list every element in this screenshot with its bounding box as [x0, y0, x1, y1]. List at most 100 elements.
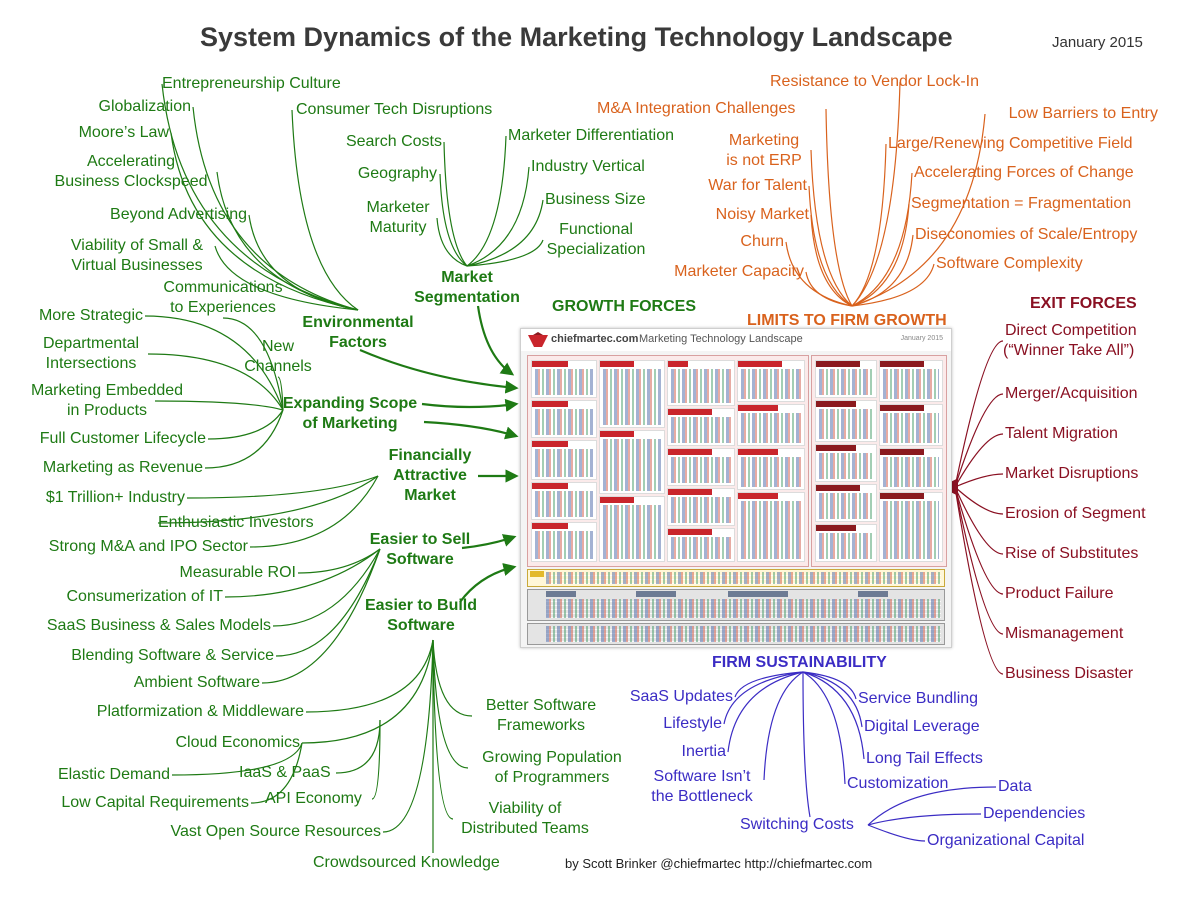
leaf-enthusiastic-investors: Enthusiastic Investors [158, 514, 314, 531]
leaf-search-costs: Search Costs [345, 133, 442, 150]
sustain-connector-3 [763, 671, 804, 781]
sustain-connector-1 [723, 671, 804, 725]
limits-right-connector-4 [851, 234, 914, 307]
exit-rise-substitutes: Rise of Substitutes [1005, 545, 1139, 562]
segmentation-connector-4 [466, 166, 530, 267]
limit-competitive-field: Large/Renewing Competitive Field [888, 135, 1133, 152]
scope-connector-5 [207, 409, 284, 440]
leaf-marketing-as-revenue: Marketing as Revenue [42, 459, 203, 476]
leaf-full-customer-lifecycle: Full Customer Lifecycle [39, 430, 206, 447]
leaf-marketer-differentiation: Marketer Differentiation [508, 127, 674, 144]
switching-organizational-capital: Organizational Capital [927, 832, 1085, 849]
firm-sustainability-heading: FIRM SUSTAINABILITY [712, 654, 887, 671]
limit-churn: Churn [740, 233, 784, 250]
arrow-environmental [359, 348, 519, 394]
sustain-service-bundling: Service Bundling [858, 690, 979, 707]
limit-low-barriers: Low Barriers to Entry [1008, 105, 1158, 122]
leaf-platformization-middleware: Platformization & Middleware [96, 703, 304, 720]
sustain-connector-5 [802, 671, 863, 728]
financial-connector-0 [186, 475, 379, 499]
marketing-technology-landscape-thumbnail: chiefmartec.com Marketing Technology Lan… [520, 328, 952, 648]
landscape-name: Marketing Technology Landscape [639, 333, 803, 345]
exit-connector-4 [954, 486, 1004, 515]
sustain-connector-0 [734, 671, 804, 698]
limits-heading: LIMITS TO FIRM GROWTH [747, 312, 947, 329]
limit-ma-integration: M&A Integration Challenges [597, 100, 796, 117]
sustain-inertia: Inertia [681, 743, 726, 760]
limit-marketer-capacity: Marketer Capacity [674, 263, 804, 280]
build-connector-0 [305, 639, 434, 713]
exit-connector-5 [954, 486, 1004, 555]
arrow-scope-2 [423, 420, 519, 440]
exit-connector-7 [954, 486, 1004, 635]
landscape-internal-infrastructure [527, 623, 945, 645]
limit-war-for-talent: War for Talent [708, 177, 807, 194]
leaf-iaas-paas: IaaS & PaaS [239, 764, 331, 781]
leaf-measurable-roi: Measurable ROI [179, 564, 297, 581]
segmentation-connector-5 [466, 199, 544, 267]
exit-direct-competition: Direct Competition(“Winner Take All”) [1003, 322, 1137, 359]
leaf-strong-ma-ipo: Strong M&A and IPO Sector [48, 538, 248, 555]
leaf-ambient-software: Ambient Software [133, 674, 260, 691]
arrow-scope [421, 398, 519, 412]
leaf-blending-software-service: Blending Software & Service [71, 647, 274, 664]
leaf-more-strategic: More Strategic [38, 307, 143, 324]
segmentation-connector-3 [466, 135, 507, 267]
limit-noisy-market: Noisy Market [715, 206, 809, 223]
platform-connector-0 [335, 719, 381, 774]
build-connector-4 [432, 639, 473, 717]
leaf-consumerization-it: Consumerization of IT [66, 588, 223, 605]
exit-product-failure: Product Failure [1005, 585, 1114, 602]
exit-connector-2 [954, 433, 1004, 488]
exit-connector-0 [954, 340, 1004, 488]
build-connector-6 [432, 639, 454, 820]
leaf-trillion-industry: $1 Trillion+ Industry [45, 489, 185, 506]
leaf-consumer-tech-disruptions: Consumer Tech Disruptions [296, 101, 493, 118]
scope-connector-6 [204, 409, 284, 469]
limits-right-connector-2 [851, 172, 913, 307]
arrow-segmentation [476, 305, 515, 376]
sustain-digital-leverage: Digital Leverage [864, 718, 980, 735]
segmentation-connector-0 [443, 141, 468, 267]
exit-mismanagement: Mismanagement [1005, 625, 1124, 642]
leaf-business-size: Business Size [545, 191, 646, 208]
leaf-moores-law: Moore’s Law [78, 124, 169, 141]
landscape-middleware-band [527, 569, 945, 587]
limit-diseconomies-scale: Diseconomies of Scale/Entropy [915, 226, 1138, 243]
sustain-connector-6 [802, 671, 865, 760]
limits-left-connector-4 [810, 214, 853, 307]
switching-leaves-connector-1 [867, 813, 982, 826]
limits-left-connector-6 [805, 271, 853, 307]
limits-left-connector-1 [825, 108, 853, 307]
exit-merger-acquisition: Merger/Acquisition [1005, 385, 1138, 402]
sustain-saas-updates: SaaS Updates [629, 688, 733, 705]
exit-erosion-segment: Erosion of Segment [1005, 505, 1146, 522]
limits-left-connector-3 [808, 185, 853, 307]
sustain-connector-2 [727, 671, 804, 753]
leaf-industry-vertical: Industry Vertical [531, 158, 645, 175]
exit-market-disruptions: Market Disruptions [1005, 465, 1139, 482]
author-credit: by Scott Brinker @chiefmartec http://chi… [565, 856, 873, 871]
limits-right-connector-3 [851, 203, 910, 307]
exit-connector-3 [954, 473, 1004, 488]
sell-connector-2 [272, 548, 381, 627]
build-connector-2 [382, 639, 434, 833]
landscape-marketing-operations [811, 355, 947, 567]
leaf-low-capital-requirements: Low Capital Requirements [61, 794, 249, 811]
exit-forces-heading: EXIT FORCES [1030, 295, 1137, 312]
leaf-cloud-economics: Cloud Economics [175, 734, 301, 751]
leaf-elastic-demand: Elastic Demand [57, 766, 170, 783]
exit-connector-1 [954, 393, 1004, 488]
sustain-connector-7 [802, 671, 846, 785]
limits-right-connector-5 [851, 263, 935, 307]
